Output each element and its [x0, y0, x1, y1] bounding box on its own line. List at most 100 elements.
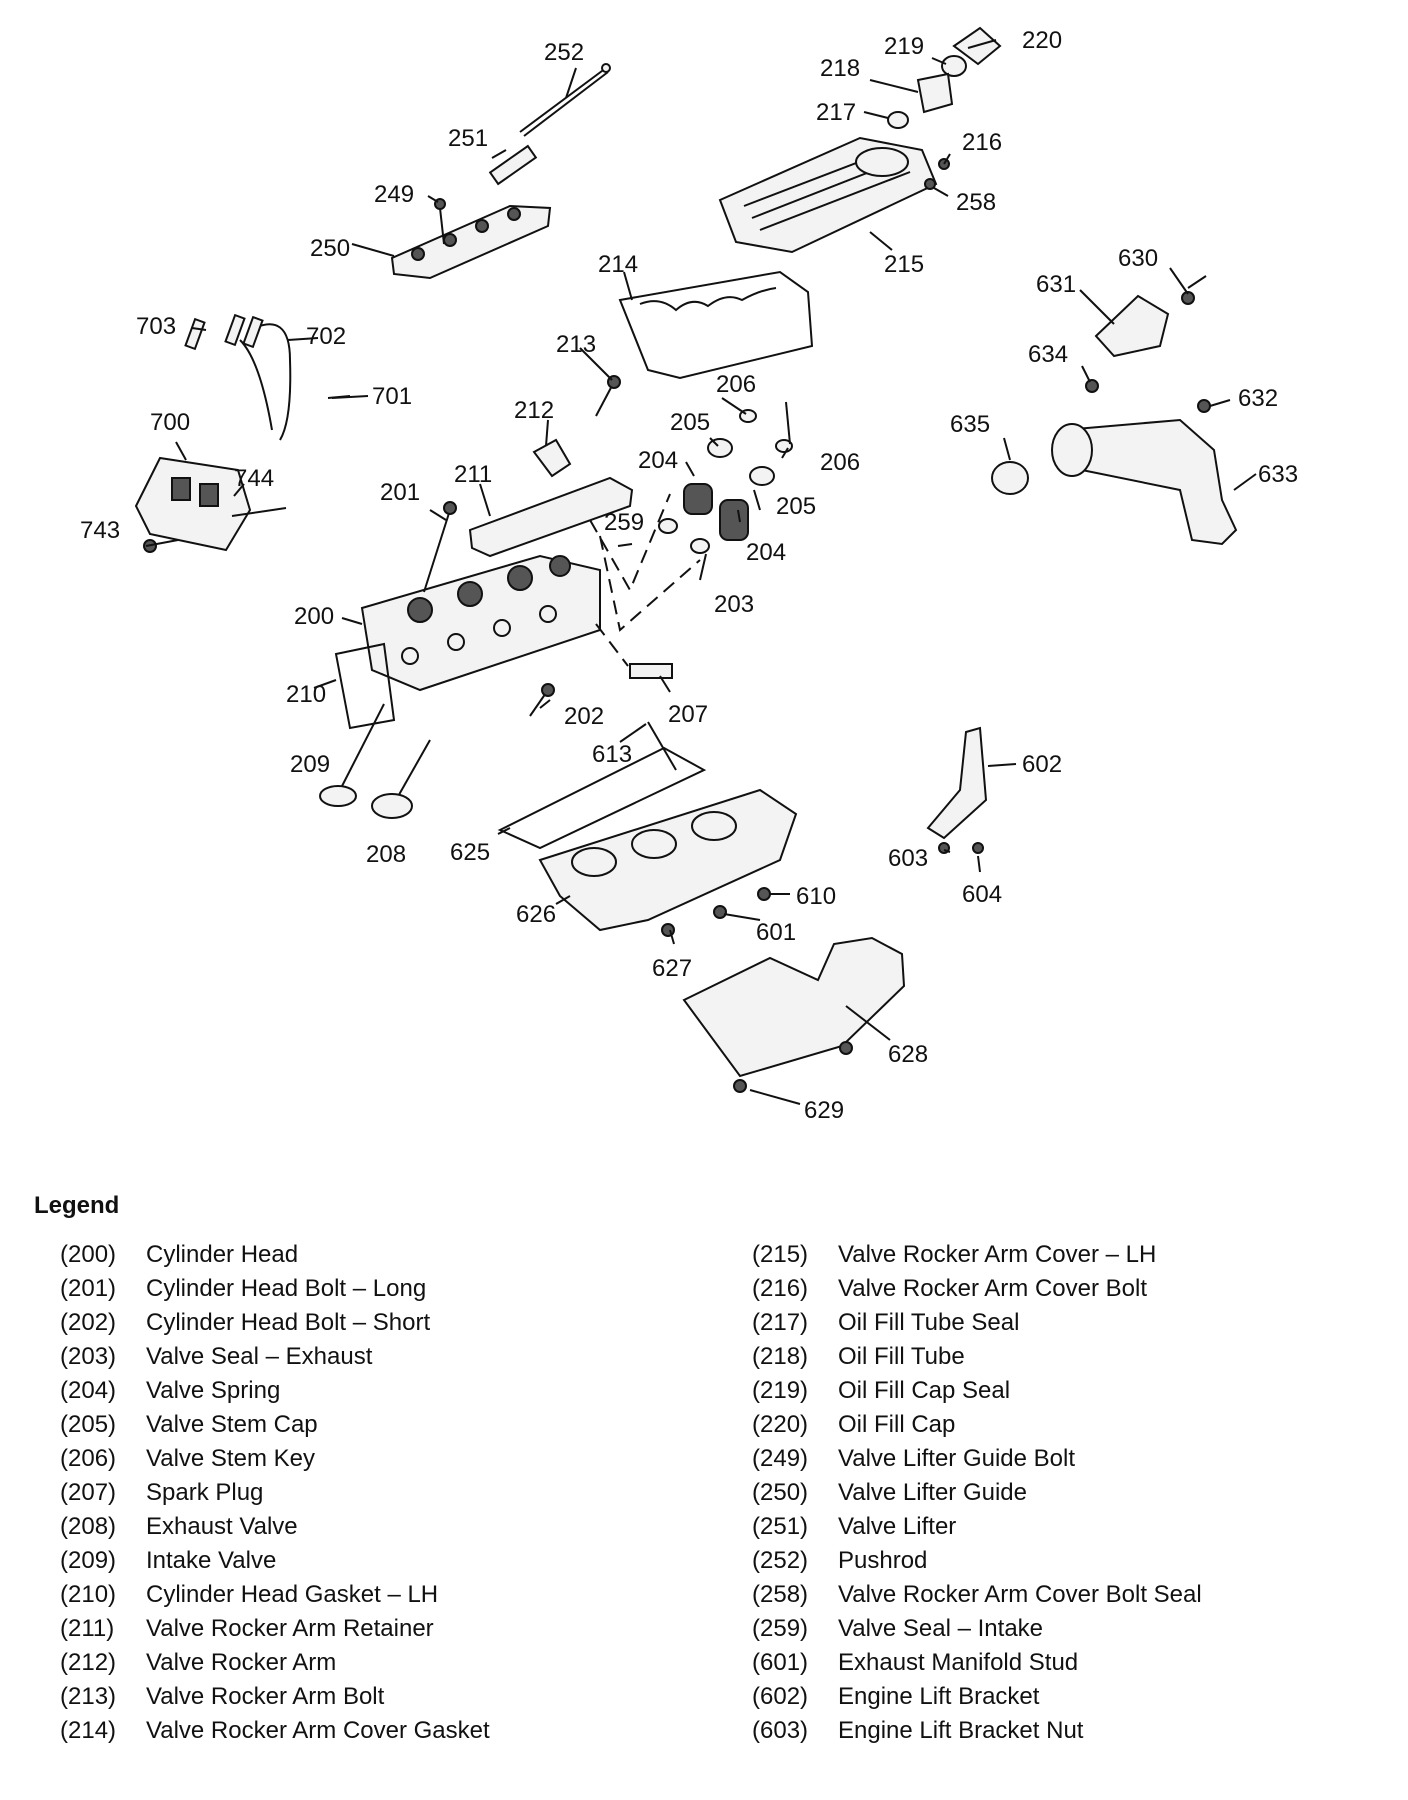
callout-218: 218 [820, 55, 860, 82]
callout-613: 613 [592, 741, 632, 768]
legend-item-number: (251) [752, 1513, 809, 1540]
callout-208: 208 [366, 841, 406, 868]
callout-210: 210 [286, 681, 326, 708]
legend-item-number: (207) [60, 1479, 117, 1506]
callout-249: 249 [374, 181, 414, 208]
callout-703: 703 [136, 313, 176, 340]
callout-633: 633 [1258, 461, 1298, 488]
legend-item-label: Exhaust Manifold Stud [838, 1649, 1079, 1676]
callout-212: 212 [514, 397, 554, 424]
exhaust-manifold-gasket-part [497, 746, 707, 850]
callout-634: 634 [1028, 341, 1068, 368]
callout-602: 602 [1022, 751, 1062, 778]
callout-206-right: 206 [820, 449, 860, 476]
legend-item-number: (252) [752, 1547, 809, 1574]
pushrod-part [519, 63, 611, 137]
legend-item-number: (219) [752, 1377, 809, 1404]
legend-item: (252) Pushrod [752, 1544, 1202, 1578]
legend-item-number: (602) [752, 1683, 809, 1710]
callout-628: 628 [888, 1041, 928, 1068]
legend-title: Legend [34, 1192, 120, 1219]
legend-item-number: (203) [60, 1343, 117, 1370]
legend-item-label: Valve Rocker Arm Cover Bolt [838, 1275, 1147, 1302]
legend-item: (217) Oil Fill Tube Seal [752, 1306, 1202, 1340]
legend-item-label: Valve Rocker Arm Cover Bolt Seal [838, 1581, 1202, 1608]
callout-604: 604 [962, 881, 1002, 908]
callout-211: 211 [454, 461, 492, 488]
legend-item: (205) Valve Stem Cap [60, 1408, 490, 1442]
legend-item: (214)Valve Rocker Arm Cover Gasket [60, 1714, 490, 1748]
legend-item: (212)Valve Rocker Arm [60, 1646, 490, 1680]
legend-item-label: Valve Spring [146, 1377, 281, 1404]
legend-item: (213)Valve Rocker Arm Bolt [60, 1680, 490, 1714]
legend-item-label: Valve Stem Cap [146, 1411, 318, 1438]
callout-702: 702 [306, 323, 346, 350]
callout-701: 701 [372, 383, 412, 410]
callout-213: 213 [556, 331, 596, 358]
legend-item-number: (200) [60, 1241, 117, 1268]
legend-item-number: (211) [60, 1615, 115, 1642]
legend-item-number: (206) [60, 1445, 117, 1472]
legend-item: (219)Oil Fill Cap Seal [752, 1374, 1202, 1408]
exhaust-stud-part [647, 721, 677, 771]
legend-item-number: (258) [752, 1581, 809, 1608]
callout-205-top: 205 [670, 409, 710, 436]
exhaust-crossover-pipe-part [991, 275, 1238, 546]
legend-item-label: Pushrod [838, 1547, 928, 1574]
callout-207: 207 [668, 701, 708, 728]
callout-601: 601 [756, 919, 796, 946]
legend-item-label: Oil Fill Cap [838, 1411, 956, 1438]
callout-743: 743 [80, 517, 120, 544]
callout-209: 209 [290, 751, 330, 778]
legend-item-label: Cylinder Head Gasket – LH [146, 1581, 439, 1608]
legend-item: (208)Exhaust Valve [60, 1510, 490, 1544]
legend-item-number: (204) [60, 1377, 117, 1404]
legend-item-label: Valve Lifter Guide Bolt [838, 1445, 1076, 1472]
valve-lifter-guide-part [390, 198, 552, 280]
callout-632: 632 [1238, 385, 1278, 412]
callout-216: 216 [962, 129, 1002, 156]
legend-item-label: Valve Rocker Arm Cover – LH [838, 1241, 1157, 1268]
legend-item-label: Oil Fill Tube Seal [838, 1309, 1020, 1336]
valve-train-small-parts [658, 409, 793, 554]
engine-lift-bracket-part [926, 726, 988, 840]
callout-629: 629 [804, 1097, 844, 1124]
head-bolt-long-part [423, 509, 451, 593]
rocker-cover-gasket-part [618, 270, 814, 380]
rocker-arm-retainer-part [468, 476, 634, 558]
manifold-nut-part [757, 887, 771, 901]
legend-item-label: Valve Lifter Guide [838, 1479, 1027, 1506]
callout-744: 744 [234, 465, 274, 492]
legend-item-number: (217) [752, 1309, 809, 1336]
callout-204-top: 204 [638, 447, 678, 474]
callout-631: 631 [1036, 271, 1076, 298]
legend-item-number: (215) [752, 1241, 809, 1268]
rocker-arm-cover-part [718, 136, 938, 254]
legend-item-number: (210) [60, 1581, 117, 1608]
valve-lifter-part [488, 144, 538, 186]
legend-right-column: (215) Valve Rocker Arm Cover – LH (216) Val… [752, 1238, 1202, 1748]
callout-205-right: 205 [776, 493, 816, 520]
callout-204-right: 204 [746, 539, 786, 566]
legend-item-number: (250) [752, 1479, 809, 1506]
legend-item-label: Intake Valve [146, 1547, 277, 1574]
legend-item-label: Oil Fill Tube [838, 1343, 965, 1370]
legend-item-number: (216) [752, 1275, 809, 1302]
legend-item: (200)Cylinder Head [60, 1238, 490, 1272]
legend-item-number: (205) [60, 1411, 117, 1438]
legend-item-number: (202) [60, 1309, 117, 1336]
callout-206-top: 206 [716, 371, 756, 398]
cover-bolt-seal-part [924, 178, 936, 190]
legend-item: (211)Valve Rocker Arm Retainer [60, 1612, 490, 1646]
legend-item: (218)Oil Fill Tube [752, 1340, 1202, 1374]
callout-625: 625 [450, 839, 490, 866]
callout-220: 220 [1022, 27, 1062, 54]
legend-item-number: (214) [60, 1717, 117, 1744]
legend-item-label: Cylinder Head Bolt – Short [146, 1309, 431, 1336]
callout-219: 219 [884, 33, 924, 60]
legend-item-label: Engine Lift Bracket Nut [838, 1717, 1084, 1744]
legend-item-label: Exhaust Valve [146, 1513, 298, 1540]
legend-item: (215) Valve Rocker Arm Cover – LH [752, 1238, 1202, 1272]
legend-item-number: (249) [752, 1445, 809, 1472]
legend-item: (220)Oil Fill Cap [752, 1408, 1202, 1442]
